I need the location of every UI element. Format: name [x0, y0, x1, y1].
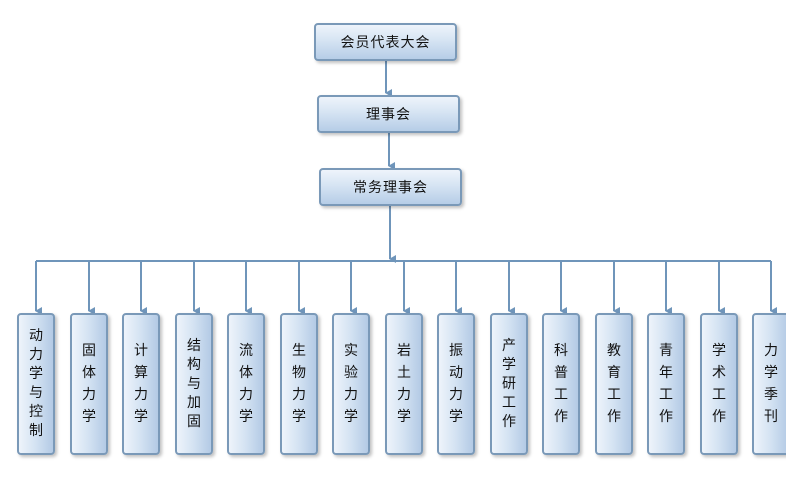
branch-label: 力学季刊: [764, 343, 778, 425]
branch-label: 教育工作: [607, 343, 621, 425]
branch-box: 科普工作: [542, 313, 580, 455]
branch-label: 流体力学: [239, 343, 253, 425]
standing-council-box: 常务理事会: [319, 168, 462, 206]
branch-box: 产学研工作: [490, 313, 528, 455]
branch-box: 计算力学: [122, 313, 160, 455]
branch-label: 动力学与控制: [29, 328, 43, 439]
branch-box: 岩土力学: [385, 313, 423, 455]
branch-label: 实验力学: [344, 343, 358, 425]
branch-label: 固体力学: [82, 343, 96, 425]
branch-label: 产学研工作: [502, 337, 516, 430]
branch-label: 青年工作: [659, 343, 673, 425]
branch-label: 岩土力学: [397, 343, 411, 425]
council-label: 理事会: [366, 107, 411, 123]
branch-box: 结构与加固: [175, 313, 213, 455]
congress-label: 会员代表大会: [340, 35, 431, 51]
branch-label: 计算力学: [134, 343, 148, 425]
branch-box: 动力学与控制: [17, 313, 55, 455]
branch-box: 教育工作: [595, 313, 633, 455]
branch-box: 振动力学: [437, 313, 475, 455]
branch-box: 固体力学: [70, 313, 108, 455]
branch-box: 学术工作: [700, 313, 738, 455]
standing-council-label: 常务理事会: [353, 180, 428, 196]
council-box: 理事会: [317, 95, 460, 133]
branch-box: 生物力学: [280, 313, 318, 455]
branch-label: 学术工作: [712, 343, 726, 425]
branch-box: 力学季刊: [752, 313, 786, 455]
branch-box: 流体力学: [227, 313, 265, 455]
congress-box: 会员代表大会: [314, 23, 457, 61]
branch-label: 振动力学: [449, 343, 463, 425]
branch-box: 实验力学: [332, 313, 370, 455]
branch-box: 青年工作: [647, 313, 685, 455]
branch-label: 生物力学: [292, 343, 306, 425]
branch-label: 科普工作: [554, 343, 568, 425]
branch-label: 结构与加固: [187, 337, 201, 430]
